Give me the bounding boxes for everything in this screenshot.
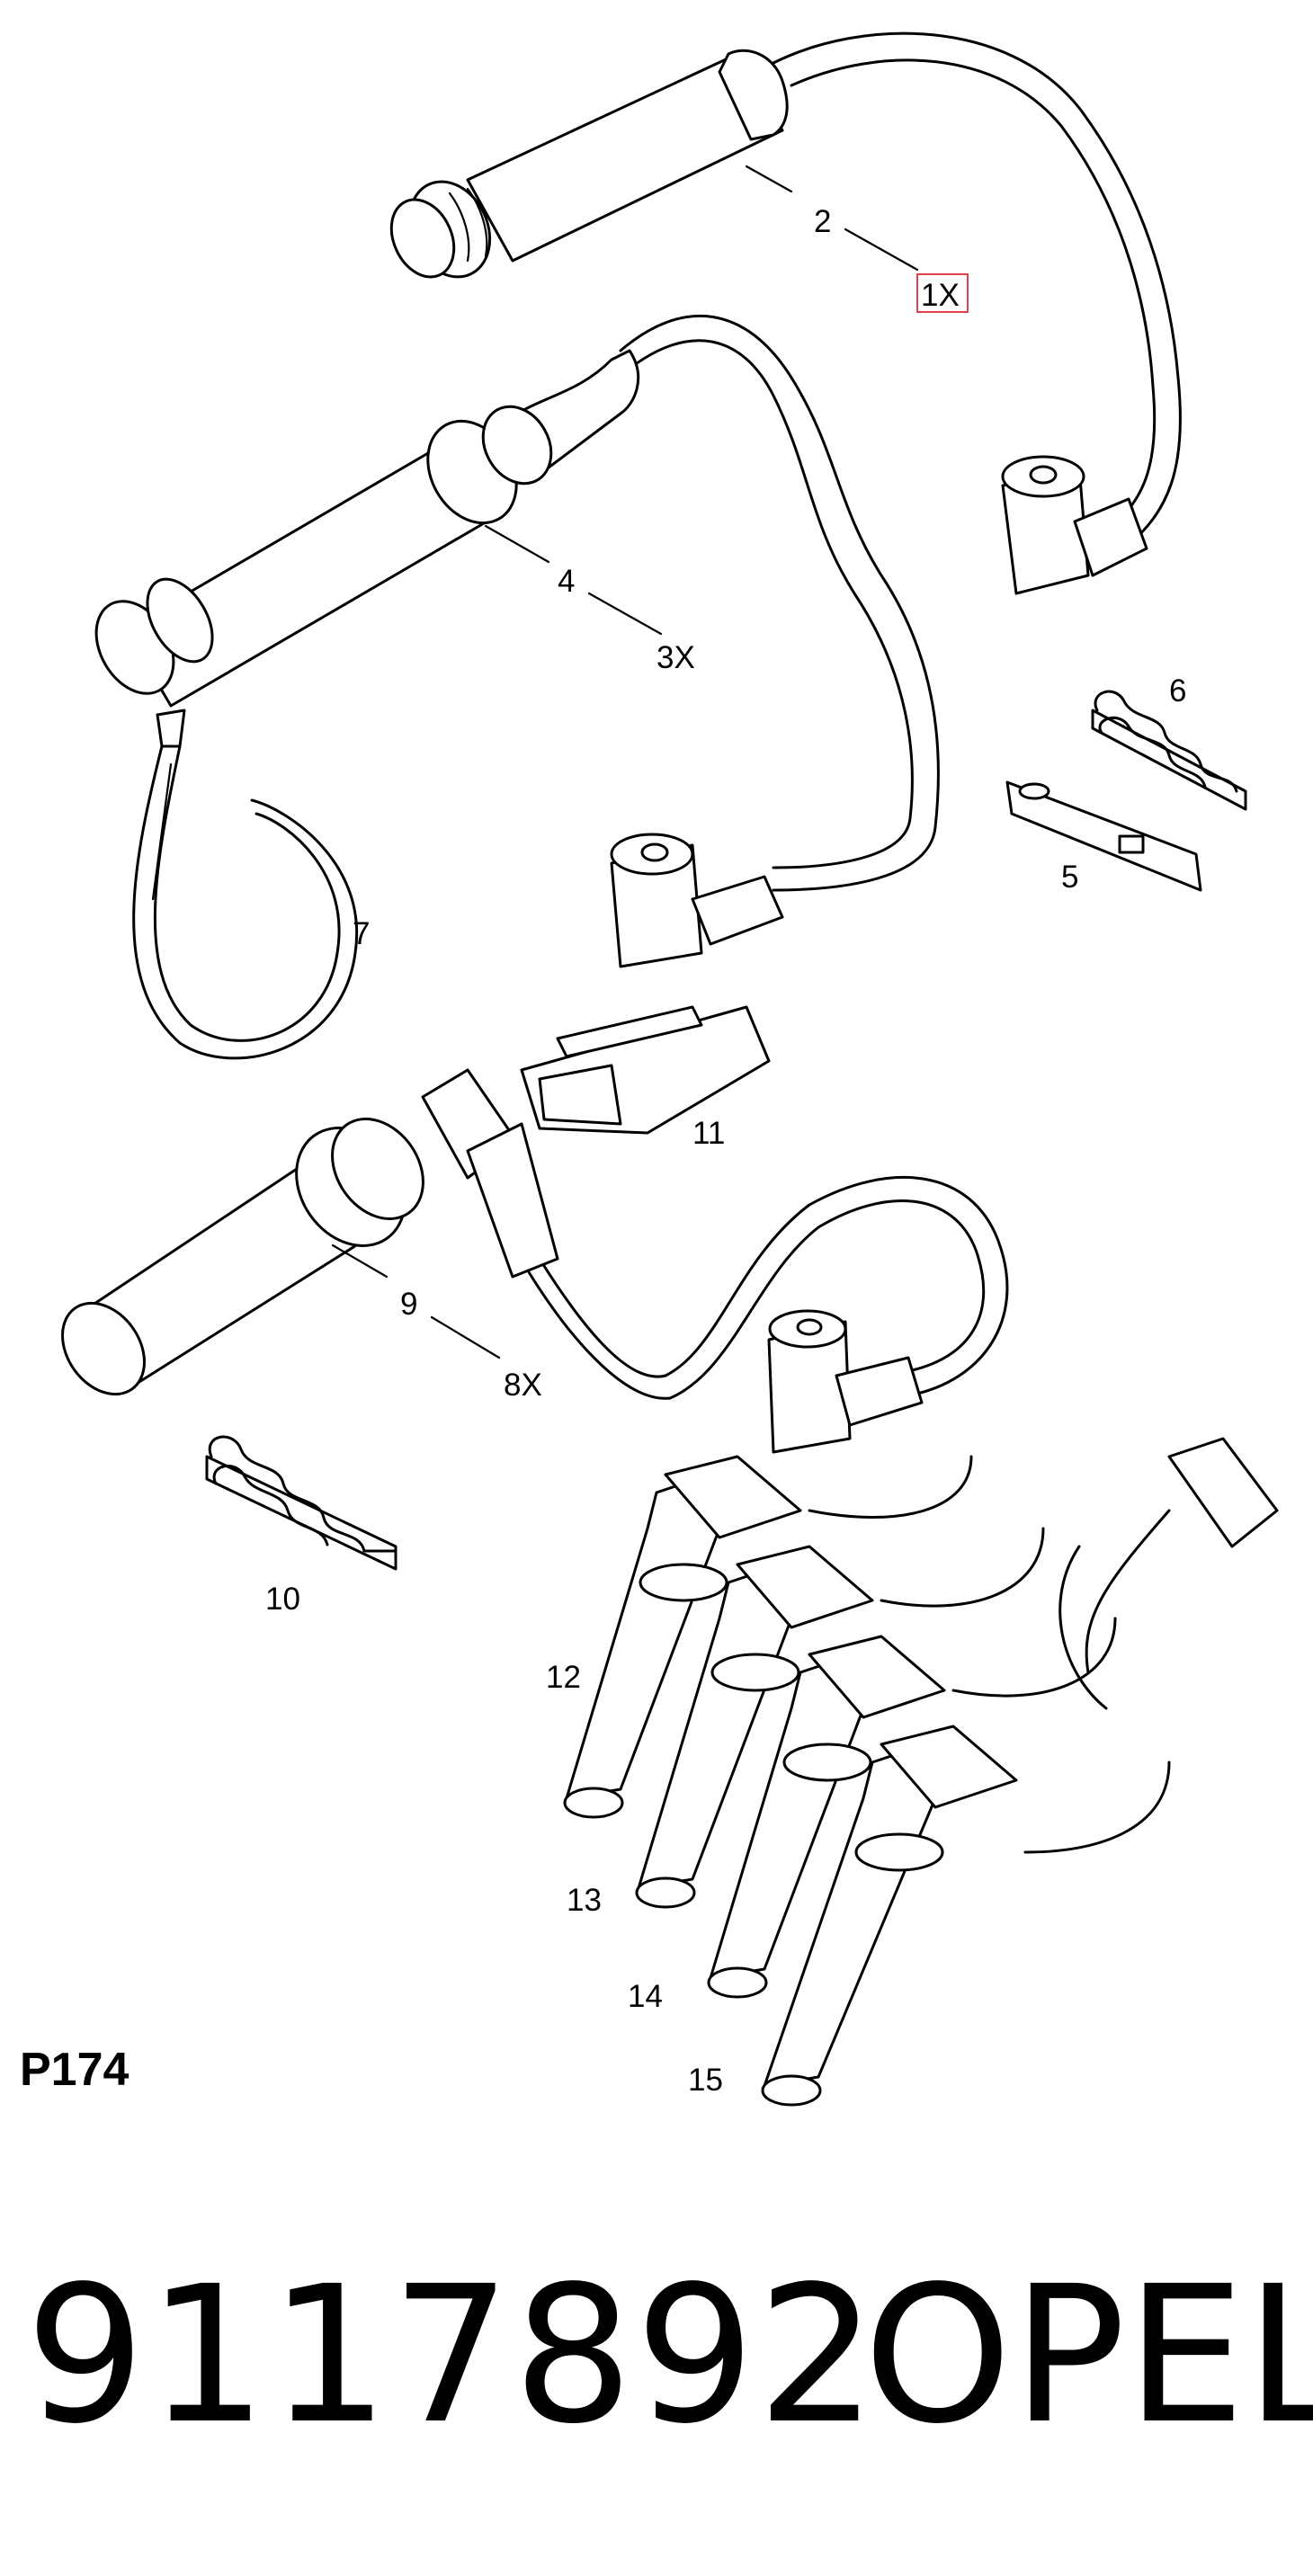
callout-8x: 8X (504, 1368, 542, 1403)
callout-15: 15 (688, 2063, 723, 2098)
cable-set-part-15 (761, 1437, 1279, 2107)
callout-2: 2 (814, 204, 831, 239)
callout-7: 7 (353, 916, 370, 951)
cable-tie-part-7 (132, 709, 359, 1060)
callout-14: 14 (628, 1979, 663, 2014)
callout-4: 4 (558, 564, 575, 599)
leader-part-9 (331, 1243, 501, 1359)
callout-12: 12 (546, 1660, 581, 1695)
cable-clip-part-10 (205, 1435, 397, 1571)
cable-set-part-13 (635, 1527, 1045, 1909)
callout-1x: 1X (921, 278, 960, 313)
ignition-cable-part-4 (94, 314, 940, 968)
brand-name: OPEL (863, 2245, 1313, 2465)
page-code: P174 (20, 2044, 130, 2096)
cable-clip-part-6 (1091, 690, 1247, 811)
cable-set-part-12 (563, 1455, 973, 1819)
callout-3x: 3X (656, 640, 695, 675)
bracket-part-5 (1005, 780, 1202, 892)
callout-5: 5 (1061, 860, 1078, 895)
callout-9: 9 (400, 1287, 417, 1322)
cable-set-part-14 (707, 1617, 1117, 1999)
callout-10: 10 (265, 1582, 300, 1617)
callout-11: 11 (692, 1116, 725, 1151)
callout-6: 6 (1169, 673, 1186, 709)
holder-part-11 (520, 1005, 771, 1135)
callout-13: 13 (567, 1883, 602, 1918)
part-number: 9117892 (25, 2245, 880, 2465)
highlight-box-1x (916, 273, 969, 313)
ignition-cable-part-2 (389, 31, 1182, 595)
ignition-cable-part-9 (61, 1068, 1009, 1454)
leader-part-4 (484, 524, 663, 636)
leader-part-2 (745, 165, 919, 272)
